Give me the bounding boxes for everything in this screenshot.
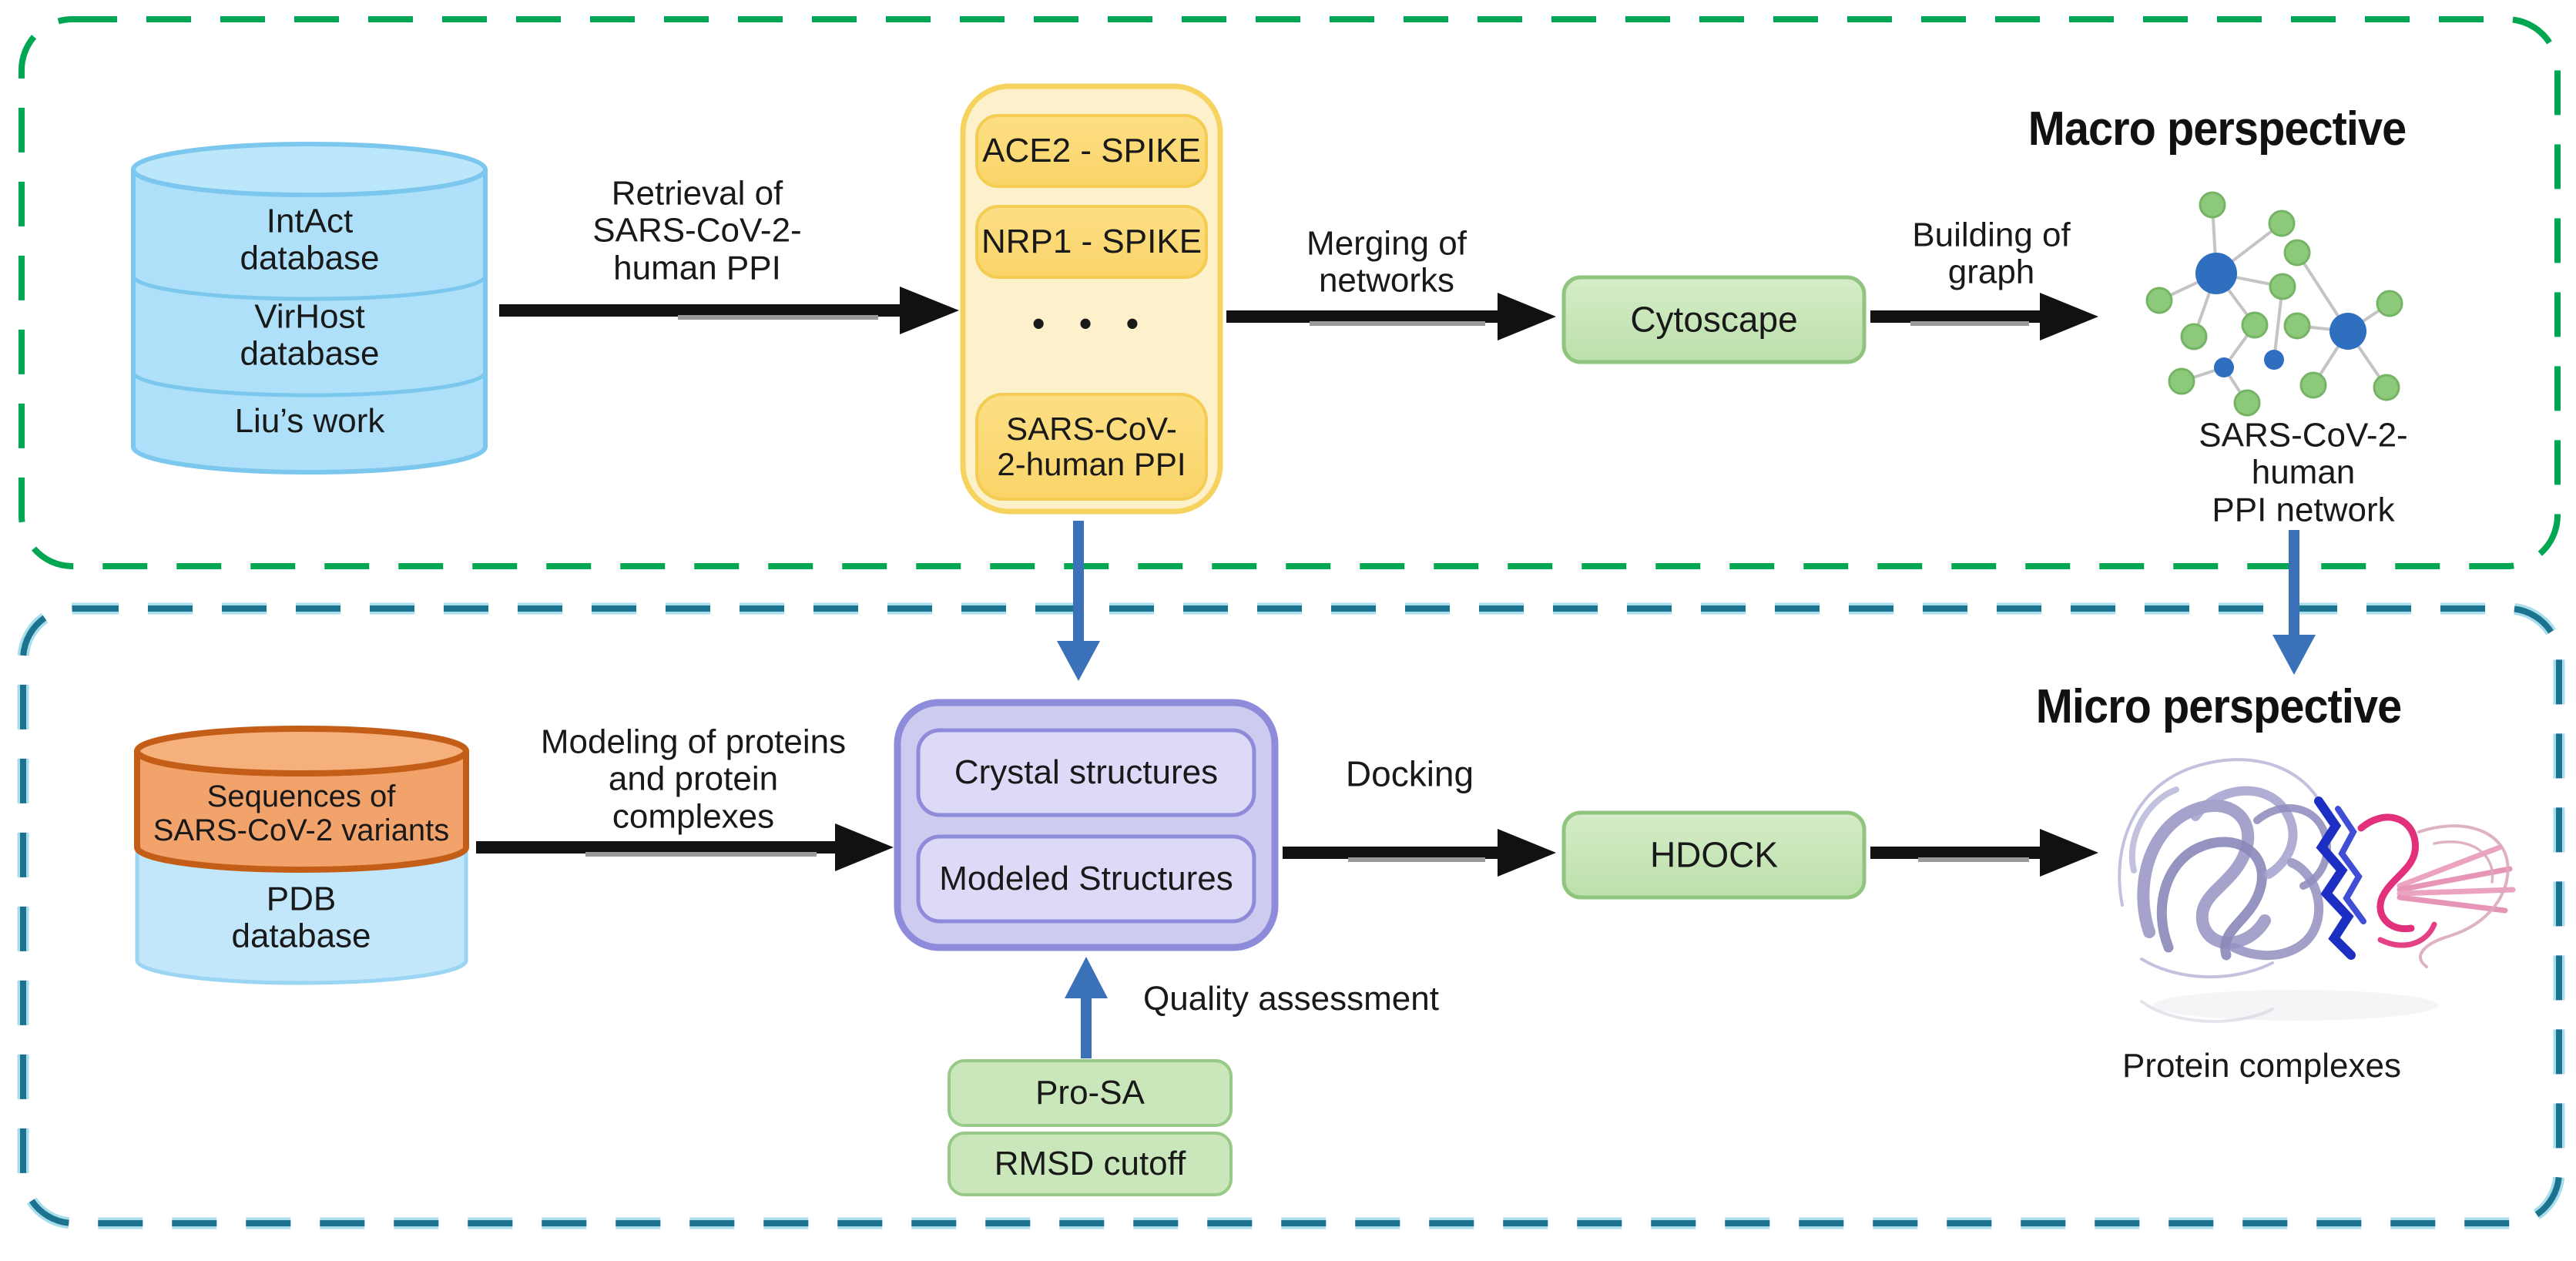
ppi-chip-sars	[975, 393, 1208, 501]
ppi-item-nrp1-spike: NRP1 - SPIKE	[981, 222, 1202, 260]
ppi-list-box	[960, 83, 1223, 515]
arrow-merging	[1226, 293, 1556, 340]
arrow-macro-to-micro-left	[1057, 521, 1100, 681]
protein-complex-graphic	[2118, 758, 2516, 1024]
network-caption: SARS-CoV-2-human PPI network	[2199, 416, 2408, 529]
retrieval-arrow-label: Retrieval of SARS-CoV-2- human PPI	[592, 174, 802, 287]
cytoscape-label: Cytoscape	[1630, 299, 1798, 340]
arrow-building	[1870, 293, 2098, 340]
ppi-chip-nrp1	[975, 205, 1208, 279]
crystal-structures-chip	[916, 728, 1256, 817]
modeled-structures-label: Modeled Structures	[939, 859, 1233, 897]
db-section-virhost: VirHost database	[240, 297, 380, 373]
arrow-macro-to-micro-right	[2272, 530, 2316, 675]
prosa-box	[948, 1059, 1233, 1127]
ppi-ellipsis: • • •	[1032, 303, 1151, 344]
quality-assessment-label: Quality assessment	[1143, 979, 1439, 1018]
macro-title: Macro perspective	[2028, 102, 2407, 156]
hub-node-1	[2195, 253, 2237, 294]
crystal-structures-label: Crystal structures	[954, 753, 1219, 791]
building-arrow-label: Building of graph	[1912, 216, 2071, 291]
cytoscape-box	[1561, 275, 1867, 364]
modeled-structures-chip	[916, 834, 1256, 924]
protein-complexes-caption: Protein complexes	[2122, 1046, 2401, 1085]
hub-node-2	[2329, 313, 2366, 350]
ppi-network-graphic	[2145, 191, 2403, 417]
ppi-item-sars-human: SARS-CoV- 2-human PPI	[997, 410, 1186, 482]
arrow-retrieval	[499, 287, 959, 334]
db-section-pdb: PDB database	[231, 880, 371, 955]
arrow-docking	[1283, 829, 1556, 877]
micro-panel-border	[20, 605, 2562, 1226]
rmsd-box	[948, 1132, 1233, 1196]
structures-box	[894, 699, 1279, 951]
ppi-chip-ace2	[975, 114, 1208, 188]
merging-arrow-label: Merging of networks	[1306, 224, 1467, 300]
arrow-quality-assessment	[1065, 957, 1108, 1058]
hdock-label: HDOCK	[1649, 834, 1779, 875]
micro-title: Micro perspective	[2035, 679, 2402, 733]
arrow-result	[1870, 829, 2098, 877]
prosa-label: Pro-SA	[1035, 1073, 1145, 1112]
arrow-modeling	[476, 823, 894, 871]
docking-arrow-label: Docking	[1345, 753, 1474, 794]
ppi-item-ace2-spike: ACE2 - SPIKE	[982, 131, 1201, 169]
rmsd-label: RMSD cutoff	[994, 1144, 1186, 1182]
modeling-arrow-label: Modeling of proteins and protein complex…	[540, 723, 847, 836]
macro-panel-border	[18, 16, 2561, 569]
macro-database-cylinder	[131, 142, 488, 475]
db-section-intact: IntAct database	[240, 202, 380, 277]
db-section-sequences: Sequences of SARS-CoV-2 variants	[153, 780, 450, 847]
db-section-liu: Liu’s work	[234, 401, 385, 440]
hdock-box	[1561, 810, 1867, 900]
micro-database-cylinder	[134, 726, 469, 985]
